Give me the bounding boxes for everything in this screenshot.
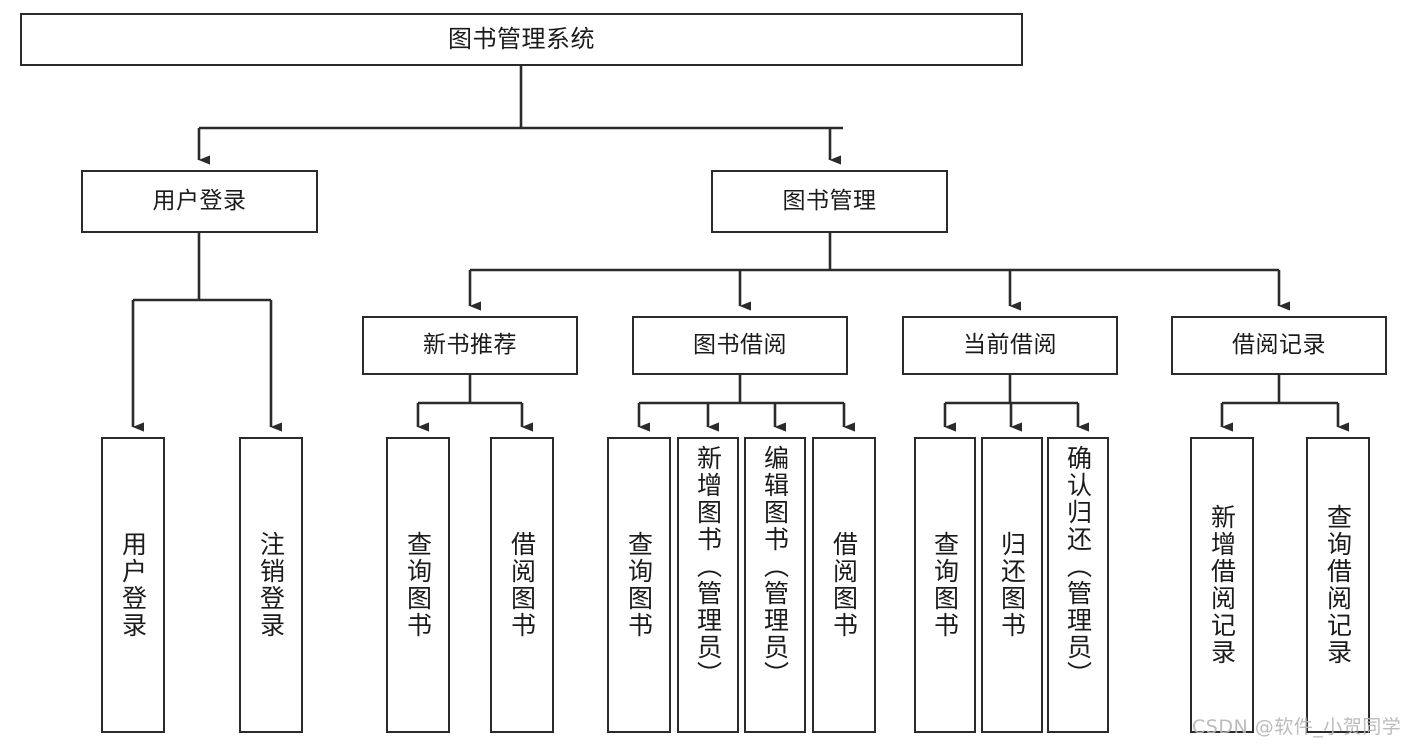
csdn-watermark: CSDN @软件_小贺同学 xyxy=(1192,716,1402,738)
node-user-login[interactable]: 用户登录 xyxy=(81,170,318,233)
node-book-manage[interactable]: 图书管理 xyxy=(711,170,948,233)
node-current-borrow-label: 当前借阅 xyxy=(963,331,1057,358)
node-new-book-rec[interactable]: 新书推荐 xyxy=(362,316,578,375)
node-leaf-add-record[interactable]: 新增借阅记录 xyxy=(1190,437,1254,733)
node-user-login-label: 用户登录 xyxy=(152,187,247,214)
node-leaf-confirm-return-label: 确认归还（管理员） xyxy=(1063,445,1093,688)
node-leaf-borrow-book-b[interactable]: 借阅图书 xyxy=(812,437,876,733)
node-leaf-return-book[interactable]: 归还图书 xyxy=(981,437,1043,733)
node-current-borrow[interactable]: 当前借阅 xyxy=(902,316,1118,375)
node-book-manage-label: 图书管理 xyxy=(782,187,877,214)
node-leaf-add-book[interactable]: 新增图书（管理员） xyxy=(677,437,739,733)
node-borrow-record-label: 借阅记录 xyxy=(1232,331,1326,358)
node-leaf-query-record-label: 查询借阅记录 xyxy=(1323,504,1353,666)
node-leaf-query-record[interactable]: 查询借阅记录 xyxy=(1306,437,1370,733)
node-leaf-query-book-c-label: 查询图书 xyxy=(930,531,960,639)
node-leaf-query-book-c[interactable]: 查询图书 xyxy=(914,437,976,733)
node-root[interactable]: 图书管理系统 xyxy=(20,13,1023,66)
node-leaf-query-book-a[interactable]: 查询图书 xyxy=(386,437,450,733)
node-leaf-logout[interactable]: 注销登录 xyxy=(239,437,303,733)
node-leaf-query-book-b[interactable]: 查询图书 xyxy=(607,437,671,733)
node-new-book-rec-label: 新书推荐 xyxy=(423,331,517,358)
node-leaf-logout-label: 注销登录 xyxy=(256,531,286,639)
node-leaf-add-record-label: 新增借阅记录 xyxy=(1207,504,1237,666)
node-leaf-edit-book-label: 编辑图书（管理员） xyxy=(760,445,790,688)
node-leaf-add-book-label: 新增图书（管理员） xyxy=(693,445,723,688)
node-leaf-borrow-book-a[interactable]: 借阅图书 xyxy=(490,437,554,733)
node-borrow-record[interactable]: 借阅记录 xyxy=(1171,316,1387,375)
node-leaf-return-book-label: 归还图书 xyxy=(997,531,1027,639)
node-root-label: 图书管理系统 xyxy=(448,25,595,54)
node-leaf-borrow-book-a-label: 借阅图书 xyxy=(507,531,537,639)
node-leaf-query-book-a-label: 查询图书 xyxy=(403,531,433,639)
node-leaf-user-login-label: 用户登录 xyxy=(118,531,148,639)
node-leaf-borrow-book-b-label: 借阅图书 xyxy=(829,531,859,639)
node-leaf-user-login[interactable]: 用户登录 xyxy=(101,437,165,733)
node-leaf-edit-book[interactable]: 编辑图书（管理员） xyxy=(744,437,806,733)
node-leaf-confirm-return[interactable]: 确认归还（管理员） xyxy=(1047,437,1109,733)
node-leaf-query-book-b-label: 查询图书 xyxy=(624,531,654,639)
node-book-borrow[interactable]: 图书借阅 xyxy=(632,316,848,375)
node-book-borrow-label: 图书借阅 xyxy=(693,331,787,358)
